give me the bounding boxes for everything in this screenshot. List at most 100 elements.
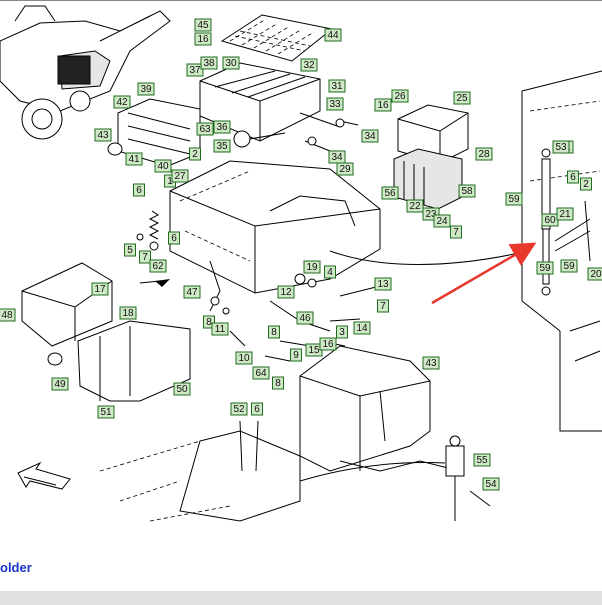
svg-text:59: 59 <box>539 263 551 274</box>
svg-text:19: 19 <box>306 262 318 273</box>
svg-text:48: 48 <box>1 310 13 321</box>
svg-text:58: 58 <box>461 186 473 197</box>
callout-5[interactable]: 5 <box>124 243 136 257</box>
callout-8[interactable]: 8 <box>268 325 280 339</box>
folder-link[interactable]: older <box>0 560 32 575</box>
callout-42[interactable]: 42 <box>113 95 131 109</box>
callout-32[interactable]: 32 <box>300 58 318 72</box>
callout-3[interactable]: 3 <box>336 325 348 339</box>
callout-22[interactable]: 22 <box>406 199 424 213</box>
latch-assembly <box>299 435 491 521</box>
callout-51[interactable]: 51 <box>97 405 115 419</box>
callout-14[interactable]: 14 <box>353 321 371 335</box>
callout-43[interactable]: 43 <box>94 128 112 142</box>
callout-35[interactable]: 35 <box>213 139 231 153</box>
svg-text:11: 11 <box>215 324 226 335</box>
svg-text:33: 33 <box>329 99 341 110</box>
callout-6[interactable]: 6 <box>567 170 579 184</box>
callout-6[interactable]: 6 <box>251 402 263 416</box>
callout-34[interactable]: 34 <box>328 150 346 164</box>
callout-30[interactable]: 30 <box>222 56 240 70</box>
callout-63[interactable]: 63 <box>196 122 214 136</box>
callout-33[interactable]: 33 <box>326 97 344 111</box>
callout-58[interactable]: 58 <box>458 184 476 198</box>
callout-16[interactable]: 16 <box>319 337 337 351</box>
callout-37[interactable]: 37 <box>186 63 204 77</box>
callout-28[interactable]: 28 <box>475 147 493 161</box>
svg-text:21: 21 <box>559 209 571 220</box>
callout-13[interactable]: 13 <box>374 277 392 291</box>
callout-52[interactable]: 52 <box>230 402 248 416</box>
nav-arrow-icon[interactable] <box>17 461 71 490</box>
svg-text:7: 7 <box>453 227 459 238</box>
callout-7[interactable]: 7 <box>139 250 151 264</box>
callout-26[interactable]: 26 <box>391 89 409 103</box>
callout-7[interactable]: 7 <box>377 299 389 313</box>
callout-49[interactable]: 49 <box>51 377 69 391</box>
callout-4[interactable]: 4 <box>324 265 336 279</box>
svg-text:4: 4 <box>327 267 333 278</box>
callout-45[interactable]: 45 <box>194 18 212 32</box>
callout-29[interactable]: 29 <box>336 162 354 176</box>
callout-64[interactable]: 64 <box>252 366 270 380</box>
callout-2[interactable]: 2 <box>580 177 592 191</box>
callout-18[interactable]: 18 <box>119 306 137 320</box>
callout-50[interactable]: 50 <box>173 382 191 396</box>
callout-60[interactable]: 60 <box>541 213 559 227</box>
callout-6[interactable]: 6 <box>168 231 180 245</box>
callout-59[interactable]: 59 <box>560 259 578 273</box>
callout-40[interactable]: 40 <box>154 159 172 173</box>
callout-20[interactable]: 20 <box>587 267 602 281</box>
callout-53[interactable]: 53 <box>552 140 570 154</box>
callout-38[interactable]: 38 <box>200 56 218 70</box>
callout-10[interactable]: 10 <box>235 351 253 365</box>
svg-text:34: 34 <box>364 131 376 142</box>
callout-21[interactable]: 21 <box>556 207 574 221</box>
callout-43[interactable]: 43 <box>422 356 440 370</box>
callout-6[interactable]: 6 <box>133 183 145 197</box>
callout-11[interactable]: 11 <box>211 322 229 336</box>
callout-44[interactable]: 44 <box>324 28 342 42</box>
side-panels <box>117 98 286 167</box>
svg-text:14: 14 <box>356 323 368 334</box>
callout-24[interactable]: 24 <box>433 214 451 228</box>
callout-8[interactable]: 8 <box>272 376 284 390</box>
svg-text:55: 55 <box>476 455 488 466</box>
callout-2[interactable]: 2 <box>189 147 201 161</box>
svg-text:50: 50 <box>176 384 188 395</box>
callout-54[interactable]: 54 <box>482 477 500 491</box>
callout-46[interactable]: 46 <box>296 311 314 325</box>
callout-59[interactable]: 59 <box>505 192 523 206</box>
callout-7[interactable]: 7 <box>450 225 462 239</box>
callout-17[interactable]: 17 <box>91 282 109 296</box>
svg-text:35: 35 <box>216 141 228 152</box>
svg-text:10: 10 <box>238 353 250 364</box>
callout-8[interactable]: 8 <box>203 315 215 329</box>
callout-25[interactable]: 25 <box>453 91 471 105</box>
callout-15[interactable]: 15 <box>305 343 323 357</box>
svg-text:54: 54 <box>485 479 497 490</box>
svg-text:15: 15 <box>308 345 320 356</box>
callout-9[interactable]: 9 <box>290 348 302 362</box>
callout-59[interactable]: 59 <box>536 261 554 275</box>
callout-56[interactable]: 56 <box>381 186 399 200</box>
svg-text:5: 5 <box>127 245 133 256</box>
callout-31[interactable]: 31 <box>328 79 346 93</box>
callout-41[interactable]: 41 <box>125 152 143 166</box>
callout-39[interactable]: 39 <box>137 82 155 96</box>
svg-text:51: 51 <box>100 407 112 418</box>
svg-text:32: 32 <box>303 60 315 71</box>
callout-48[interactable]: 48 <box>0 308 16 322</box>
callout-62[interactable]: 62 <box>149 259 167 273</box>
callout-27[interactable]: 27 <box>171 169 189 183</box>
lower-covers <box>21 142 191 402</box>
callout-55[interactable]: 55 <box>473 453 491 467</box>
callout-47[interactable]: 47 <box>183 285 201 299</box>
callout-36[interactable]: 36 <box>213 120 231 134</box>
callout-12[interactable]: 12 <box>277 285 295 299</box>
callout-34[interactable]: 34 <box>361 129 379 143</box>
callout-16[interactable]: 16 <box>374 98 392 112</box>
callout-19[interactable]: 19 <box>303 260 321 274</box>
callout-16[interactable]: 16 <box>194 32 212 46</box>
svg-text:44: 44 <box>327 30 339 41</box>
